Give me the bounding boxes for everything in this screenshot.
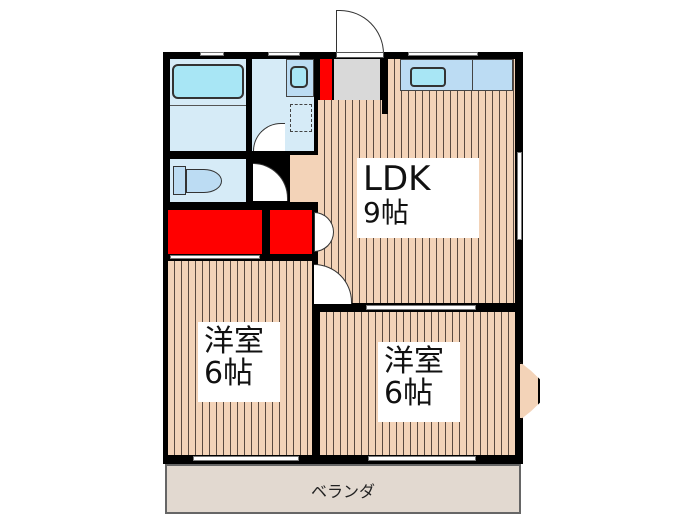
- ldk-size: 9帖: [363, 195, 409, 229]
- room-ldk: [318, 100, 515, 303]
- balcony-label: ベランダ: [310, 482, 375, 501]
- washroom-window[interactable]: [268, 52, 300, 56]
- entrance-door-swing: [336, 10, 384, 54]
- kitchen-window[interactable]: [408, 52, 478, 56]
- balcony: ベランダ: [165, 464, 521, 514]
- bathroom-window[interactable]: [200, 52, 224, 56]
- toilet-bowl-icon: [186, 169, 222, 193]
- ldk-label: LDK 9帖: [357, 158, 479, 238]
- washing-machine-space-icon: [290, 104, 312, 132]
- western-right-label: 洋室 6帖: [378, 342, 460, 422]
- washbasin-icon: [290, 66, 308, 88]
- western-right-name: 洋室: [384, 344, 444, 379]
- bathtub-icon: [172, 64, 244, 99]
- bathroom-divider: [170, 105, 246, 106]
- closet-left: [168, 210, 262, 254]
- western-right-size: 6帖: [384, 375, 434, 411]
- western-left-label: 洋室 6帖: [198, 322, 280, 402]
- kitchen-divider: [472, 59, 473, 91]
- western-left-balcony-window[interactable]: [193, 456, 299, 461]
- ldk-partition-wall: [382, 59, 388, 114]
- closet-right: [270, 210, 312, 254]
- toilet-icon: [173, 166, 186, 195]
- western-left-size: 6帖: [204, 355, 254, 391]
- western-left-name: 洋室: [204, 324, 264, 359]
- ldk-side-window[interactable]: [517, 152, 522, 240]
- hallway: [290, 155, 318, 202]
- bay-window[interactable]: [520, 362, 540, 420]
- western-left-top-window[interactable]: [170, 255, 260, 259]
- entrance-genkan: [334, 59, 380, 100]
- western-right-balcony-window[interactable]: [368, 456, 476, 461]
- ldk-name: LDK: [363, 159, 431, 199]
- sink-icon: [410, 67, 446, 87]
- entrance-door[interactable]: [336, 52, 384, 58]
- washbasin-counter: [286, 59, 314, 97]
- shoe-closet: [320, 59, 332, 100]
- ldk-western-sliding-door[interactable]: [366, 305, 476, 310]
